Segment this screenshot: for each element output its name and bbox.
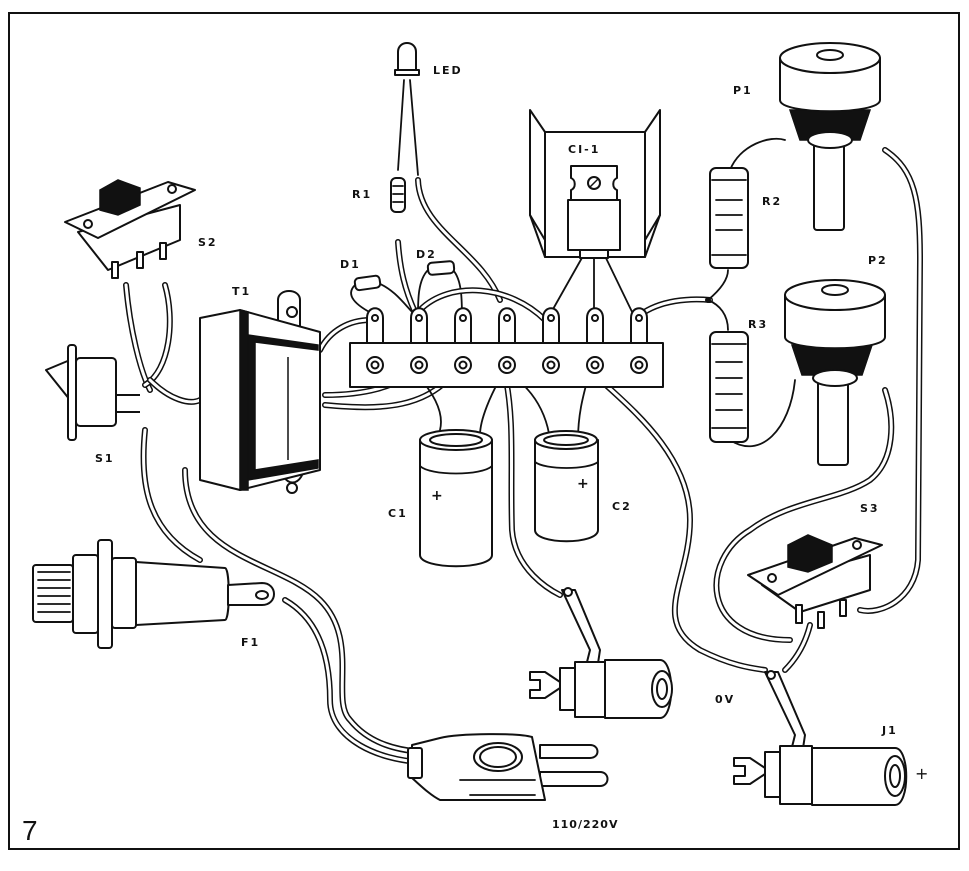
label-led: LED <box>433 64 463 77</box>
label-mains-voltage: 110/220V <box>552 818 619 831</box>
c1-polarity-mark: + <box>431 488 445 504</box>
label-p2: P2 <box>868 254 888 267</box>
fuse-holder-f1 <box>32 539 275 649</box>
led <box>394 42 420 76</box>
label-d2: D2 <box>416 248 437 261</box>
switch-s3 <box>747 534 883 629</box>
terminal-lug <box>498 307 516 346</box>
transformer-t1 <box>199 290 321 494</box>
label-d1: D1 <box>340 258 361 271</box>
j1-polarity-mark: + <box>915 764 931 783</box>
capacitor-c2 <box>534 430 599 543</box>
label-t1: T1 <box>232 285 252 298</box>
label-c2: C2 <box>612 500 632 513</box>
label-r2: R2 <box>762 195 783 208</box>
label-0v: 0V <box>715 693 736 706</box>
wires <box>123 79 924 765</box>
terminal-lug <box>366 307 384 346</box>
capacitor-c1 <box>419 429 493 568</box>
c2-polarity-mark: + <box>577 476 591 492</box>
switch-s1 <box>45 344 140 441</box>
mains-plug <box>407 733 609 801</box>
label-j1: J1 <box>882 724 898 737</box>
regulator-ci1 <box>529 109 661 259</box>
potentiometer-p1 <box>779 42 881 231</box>
label-r1: R1 <box>352 188 373 201</box>
switch-s2 <box>64 179 196 279</box>
resistor-r1 <box>390 177 406 213</box>
terminal-lug <box>454 307 472 346</box>
label-s3: S3 <box>860 502 880 515</box>
terminal-lug <box>410 307 428 346</box>
resistor-r3 <box>709 331 749 443</box>
terminal-lug <box>630 307 648 346</box>
label-c1: C1 <box>388 507 408 520</box>
label-ci1: CI-1 <box>568 143 601 156</box>
label-f1: F1 <box>241 636 261 649</box>
binding-post-0v <box>529 587 673 719</box>
label-r3: R3 <box>748 318 769 331</box>
figure-frame <box>8 12 960 850</box>
terminal-strip <box>349 307 664 388</box>
potentiometer-p2 <box>784 279 886 466</box>
resistor-r2 <box>709 167 749 269</box>
diode-d1 <box>353 274 382 292</box>
figure-number: 7 <box>22 815 38 846</box>
terminal-lug <box>542 307 560 346</box>
diode-d2 <box>426 260 456 276</box>
label-p1: P1 <box>733 84 753 97</box>
binding-post-j1 <box>733 670 908 806</box>
label-s2: S2 <box>198 236 218 249</box>
terminal-lug <box>586 307 604 346</box>
label-s1: S1 <box>95 452 115 465</box>
